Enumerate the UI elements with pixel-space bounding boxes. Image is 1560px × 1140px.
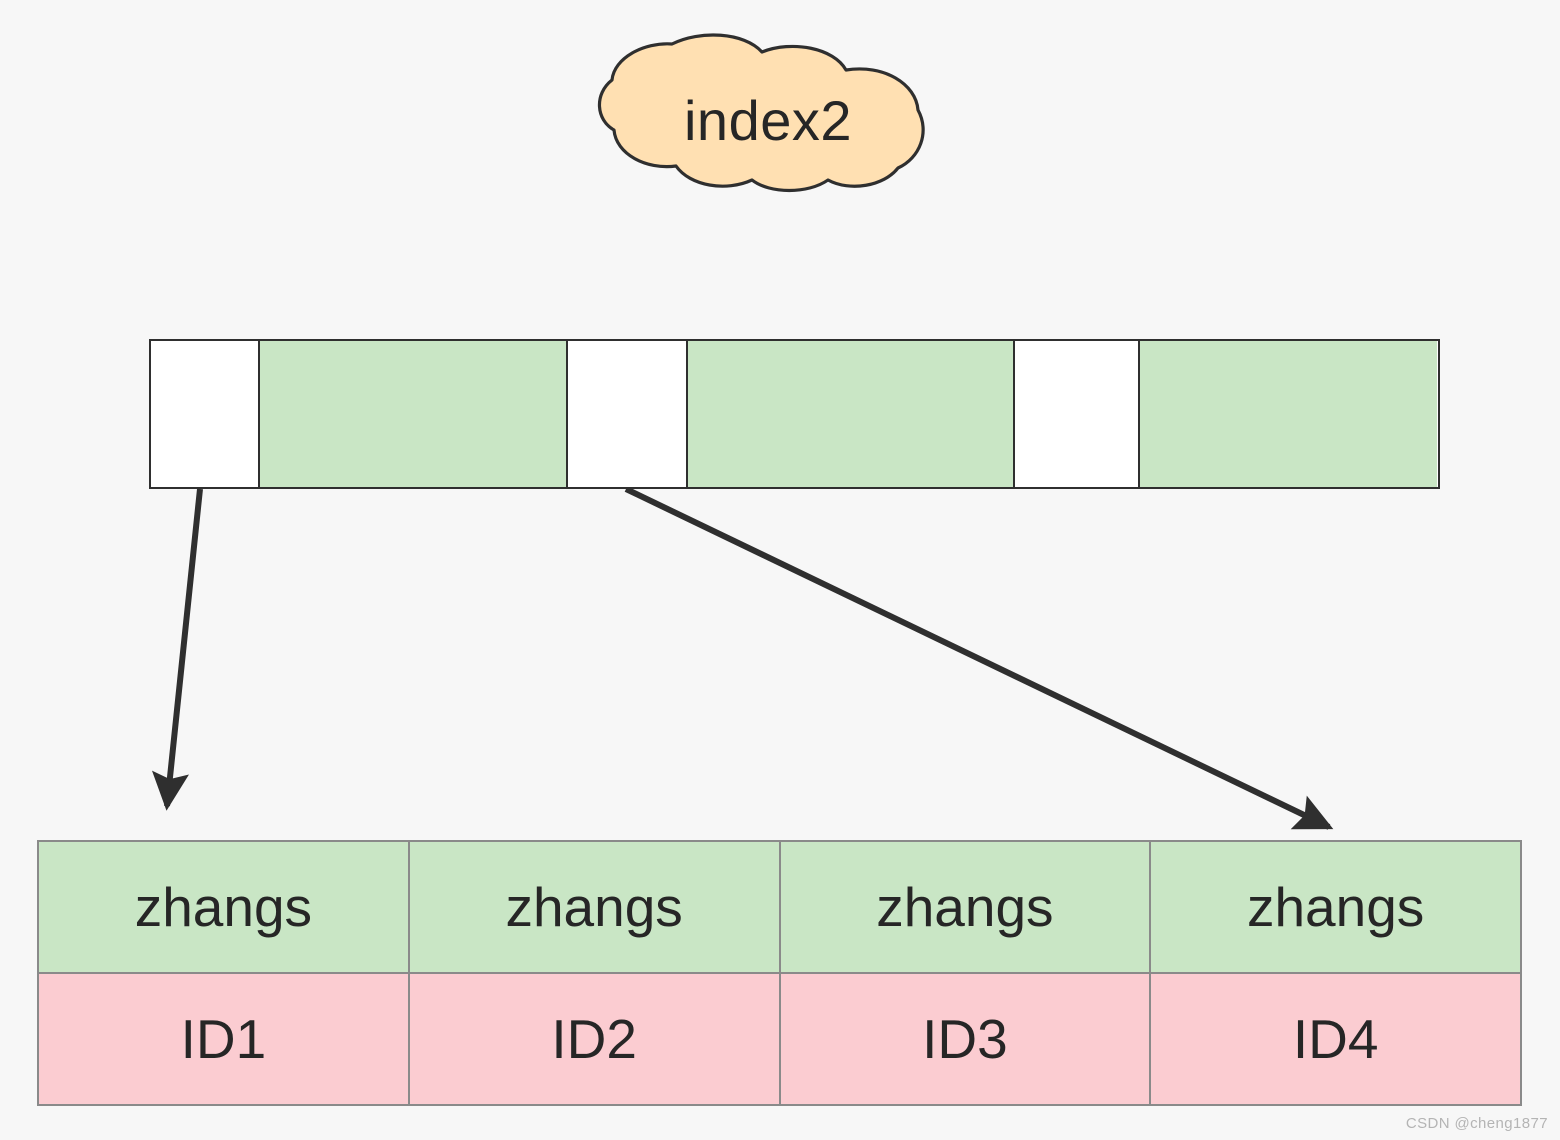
table-cell-id-1: ID2: [407, 972, 781, 1106]
table-cell-name-3: zhangs: [1149, 840, 1522, 974]
pointer-to-id4-arrow: [624, 486, 1334, 830]
table-cell-name-1: zhangs: [407, 840, 781, 974]
index-cell-3: [688, 341, 1015, 487]
table-cell-id-0: ID1: [37, 972, 410, 1106]
table-cell-name-2: zhangs: [778, 840, 1152, 974]
table-cell-id-2: ID3: [778, 972, 1152, 1106]
cloud-shape: [597, 33, 925, 193]
table-cell-name-0: zhangs: [37, 840, 410, 974]
index-cell-5: [1140, 341, 1437, 487]
table-cell-id-3: ID4: [1149, 972, 1522, 1106]
pointer-to-id1-arrow: [151, 488, 203, 811]
data-table: zhangs zhangs zhangs zhangs ID1 ID2 ID3 …: [37, 840, 1522, 1106]
table-row-name: zhangs zhangs zhangs zhangs: [37, 840, 1522, 974]
index-cell-2: [568, 341, 688, 487]
index-strip: [149, 339, 1440, 489]
index-cell-4: [1015, 341, 1140, 487]
table-row-id: ID1 ID2 ID3 ID4: [37, 972, 1522, 1106]
index-cell-0: [151, 341, 260, 487]
index-cell-1: [260, 341, 568, 487]
